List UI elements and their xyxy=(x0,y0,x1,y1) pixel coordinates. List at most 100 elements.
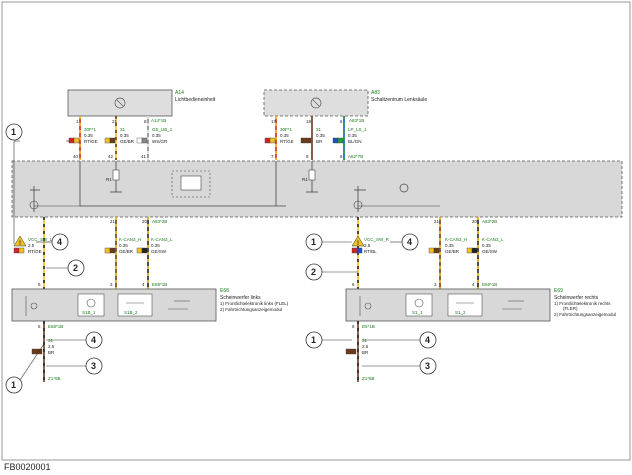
color-swatch xyxy=(351,247,358,254)
ground-point-label: Z1*5B xyxy=(48,376,61,381)
subunit-label: S1_2 xyxy=(455,310,466,315)
size-label: 0.35 xyxy=(152,133,161,138)
warning-glyph: ! xyxy=(19,241,21,247)
color-swatch xyxy=(136,137,143,144)
callout-number: 3 xyxy=(91,361,96,371)
callout-2 xyxy=(305,263,323,281)
size-label: 0.35 xyxy=(119,243,128,248)
color-swatch xyxy=(428,247,435,254)
signal-label: VCC_SW_R xyxy=(364,237,390,242)
wires-top-right: 17 18 6 30F*1 0.35 RT/GE 31 0.35 BR LP_L… xyxy=(264,116,367,160)
resistor-label: R1 xyxy=(302,177,308,182)
connector-label: E68*1B xyxy=(152,282,167,287)
size-label: 2.5 xyxy=(48,344,55,349)
pin-label: 6 xyxy=(340,154,343,159)
color-swatch xyxy=(300,137,312,144)
callout-number: 4 xyxy=(407,237,412,247)
color-code: GE/BR xyxy=(445,249,460,254)
color-code: GE/SW xyxy=(482,249,498,254)
resistor-icon xyxy=(308,169,316,181)
a14-conn: A14*1B xyxy=(151,118,166,123)
pin-label: 1 xyxy=(76,119,79,124)
pin-label: 40 xyxy=(73,154,79,159)
switch-icon xyxy=(353,200,363,210)
switch-icon xyxy=(364,302,372,310)
signal-label: 31 xyxy=(48,338,54,343)
size-label: 0.35 xyxy=(151,243,160,248)
size-label: 0.35 xyxy=(280,133,289,138)
color-swatch xyxy=(104,247,111,254)
callout-number: 1 xyxy=(11,127,16,137)
callout-1 xyxy=(5,376,23,394)
pin-label: 20 xyxy=(472,219,478,224)
ground-left: 6 E68*1B 31 2.5 BR Z1*5B xyxy=(31,321,63,382)
color-swatch xyxy=(141,137,148,144)
pin-label: 6 xyxy=(340,119,343,124)
warning-glyph: ! xyxy=(357,241,359,247)
wires-top-left: 1 21 8 30F*1 0.35 RT/GE 31 0.35 GE/BR GE… xyxy=(68,116,173,160)
e69-line1: 1) Frontlichtelektronik rechts xyxy=(554,301,611,306)
color-swatch xyxy=(356,247,363,254)
color-code: GE/SW xyxy=(151,249,167,254)
signal-label: 31 xyxy=(316,127,322,132)
pin-label: 6 xyxy=(38,282,41,287)
color-swatch xyxy=(332,137,339,144)
resistor-label: R1 xyxy=(106,177,112,182)
color-code: BL/GN xyxy=(348,139,362,144)
pin-label: 21 xyxy=(434,219,440,224)
color-swatch xyxy=(264,137,271,144)
signal-label: 30F*1 xyxy=(280,127,293,132)
color-swatch xyxy=(109,247,116,254)
main-module: R1 R1 xyxy=(11,160,623,218)
callout-number: 1 xyxy=(311,237,316,247)
color-swatch xyxy=(13,247,20,254)
pin-label: 4 xyxy=(472,282,475,287)
signal-label: GE_UB_1 xyxy=(152,127,173,132)
lamp-icon xyxy=(414,298,424,308)
connector-label: A83*2B xyxy=(152,219,167,224)
signal-label: K-CAN3_H xyxy=(119,237,141,242)
callout-4 xyxy=(85,331,103,349)
color-swatch xyxy=(109,137,116,144)
diagram-code: FB0020001 xyxy=(4,462,51,472)
callout-number: 4 xyxy=(57,237,62,247)
lamp-icon xyxy=(114,97,126,109)
color-code: WS/GR xyxy=(152,139,168,144)
color-swatch xyxy=(18,247,25,254)
switch-icon xyxy=(30,302,38,310)
e69-name: Scheinwerfer rechts xyxy=(554,295,599,301)
size-label: 2.5 xyxy=(28,243,35,248)
color-swatch xyxy=(141,247,148,254)
pin-label: 41 xyxy=(141,154,147,159)
pin-label: 3 xyxy=(434,282,437,287)
ground-point-label: Z1*6B xyxy=(362,376,375,381)
color-swatch xyxy=(104,137,111,144)
callout-number: 1 xyxy=(11,380,16,390)
color-code: GE/BR xyxy=(120,139,135,144)
signal-label: 30F*1 xyxy=(84,127,97,132)
subunit-label: S1_1 xyxy=(412,310,423,315)
gear-icon xyxy=(399,183,409,193)
signal-label: 31 xyxy=(362,338,368,343)
resistor-icon xyxy=(112,169,120,181)
signal-label: 31 xyxy=(120,127,126,132)
color-swatch xyxy=(345,348,357,355)
connector-label: E5*1B xyxy=(362,324,375,329)
pin-label: 8 xyxy=(144,119,147,124)
indicator-module-icon xyxy=(117,293,153,317)
lamp-icon xyxy=(86,298,96,308)
callout-number: 3 xyxy=(425,361,430,371)
callout-number: 4 xyxy=(91,335,96,345)
module-a14: A14 Lichtbedieneinheit A14*1B xyxy=(67,89,216,123)
e69-line1b: (FLER) xyxy=(563,306,578,311)
size-label: 2.5 xyxy=(362,344,369,349)
e69-id: E69 xyxy=(554,288,563,294)
module-a83: A83 Schaltzentrum Lenksäule A83*1B xyxy=(263,89,427,123)
pin-label: 6 xyxy=(352,324,355,329)
module-e69: S1_1 S1_2 E69 Scheinwerfer rechts 1) Fro… xyxy=(345,288,616,322)
color-code: GE/BR xyxy=(119,249,134,254)
size-label: 2.5 xyxy=(364,243,371,248)
pin-label: 4 xyxy=(142,282,145,287)
warning-icon xyxy=(13,235,27,247)
